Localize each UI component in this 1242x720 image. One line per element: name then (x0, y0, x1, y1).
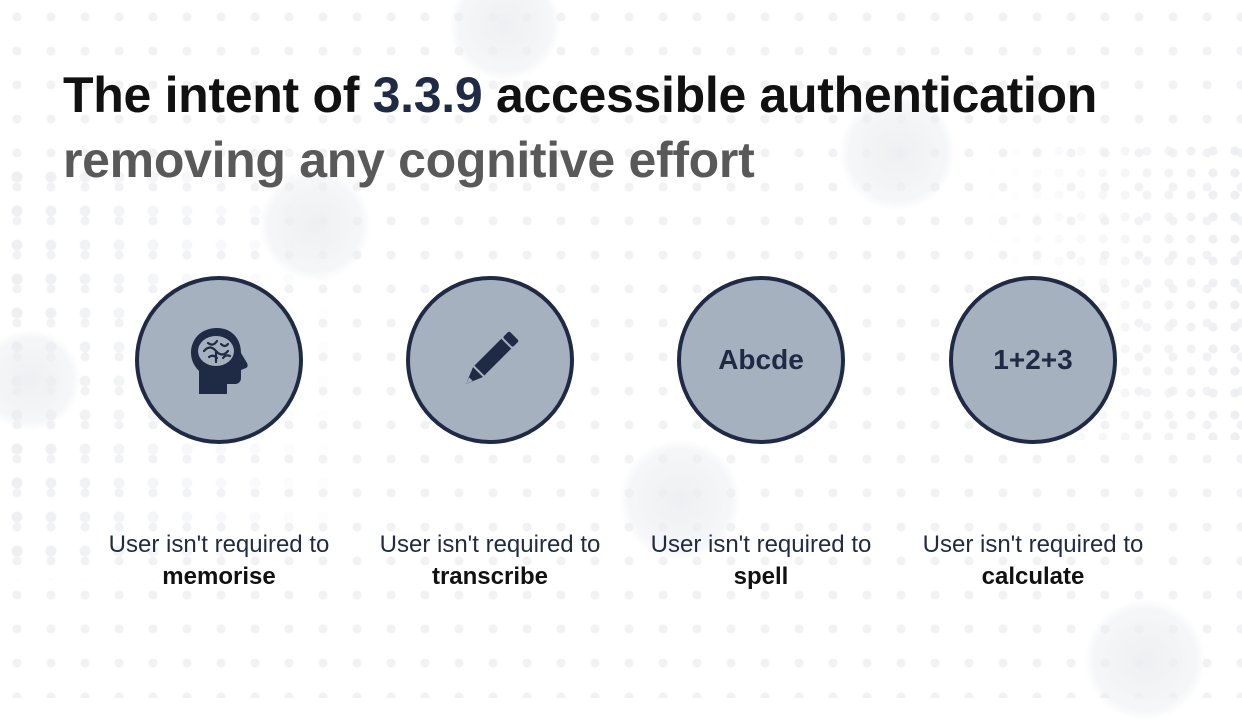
calculate-circle: 1+2+3 (949, 276, 1117, 444)
caption-text: User isn't required to (108, 531, 330, 558)
transcribe-caption: User isn't required to transcribe (350, 529, 630, 593)
memorise-caption: User isn't required to memorise (79, 529, 359, 593)
item-memorise: User isn't required to memorise (79, 276, 359, 593)
calculate-caption: User isn't required to calculate (893, 529, 1173, 593)
caption-text: User isn't required to (922, 531, 1144, 558)
background-blob (260, 170, 370, 280)
caption-emphasis: spell (733, 563, 789, 590)
background-blob (620, 440, 740, 560)
brain-head-icon (191, 328, 248, 394)
math-symbol: 1+2+3 (993, 344, 1073, 375)
caption-text: User isn't required to (379, 531, 601, 558)
transcribe-circle (406, 276, 574, 444)
background-blob (1085, 600, 1205, 720)
title-accent: 3.3.9 (372, 67, 483, 123)
slide-title: The intent of 3.3.9 accessible authentic… (63, 66, 1097, 124)
title-prefix: The intent of (63, 67, 373, 123)
background-blob (840, 95, 955, 210)
caption-text: User isn't required to (650, 531, 872, 558)
slide-subtitle: removing any cognitive effort (63, 132, 755, 188)
item-calculate: 1+2+3 User isn't required to calculate (893, 276, 1173, 593)
text-symbol: Abcde (718, 344, 804, 375)
caption-emphasis: memorise (162, 563, 276, 590)
spell-caption: User isn't required to spell (621, 529, 901, 593)
spell-circle: Abcde (677, 276, 845, 444)
caption-emphasis: transcribe (431, 563, 549, 590)
memorise-circle (135, 276, 303, 444)
caption-emphasis: calculate (981, 563, 1085, 590)
item-spell: Abcde User isn't required to spell (621, 276, 901, 593)
pencil-icon (465, 331, 519, 385)
title-suffix: accessible authentication (482, 67, 1098, 123)
background-blob (0, 330, 80, 430)
item-transcribe: User isn't required to transcribe (350, 276, 630, 593)
